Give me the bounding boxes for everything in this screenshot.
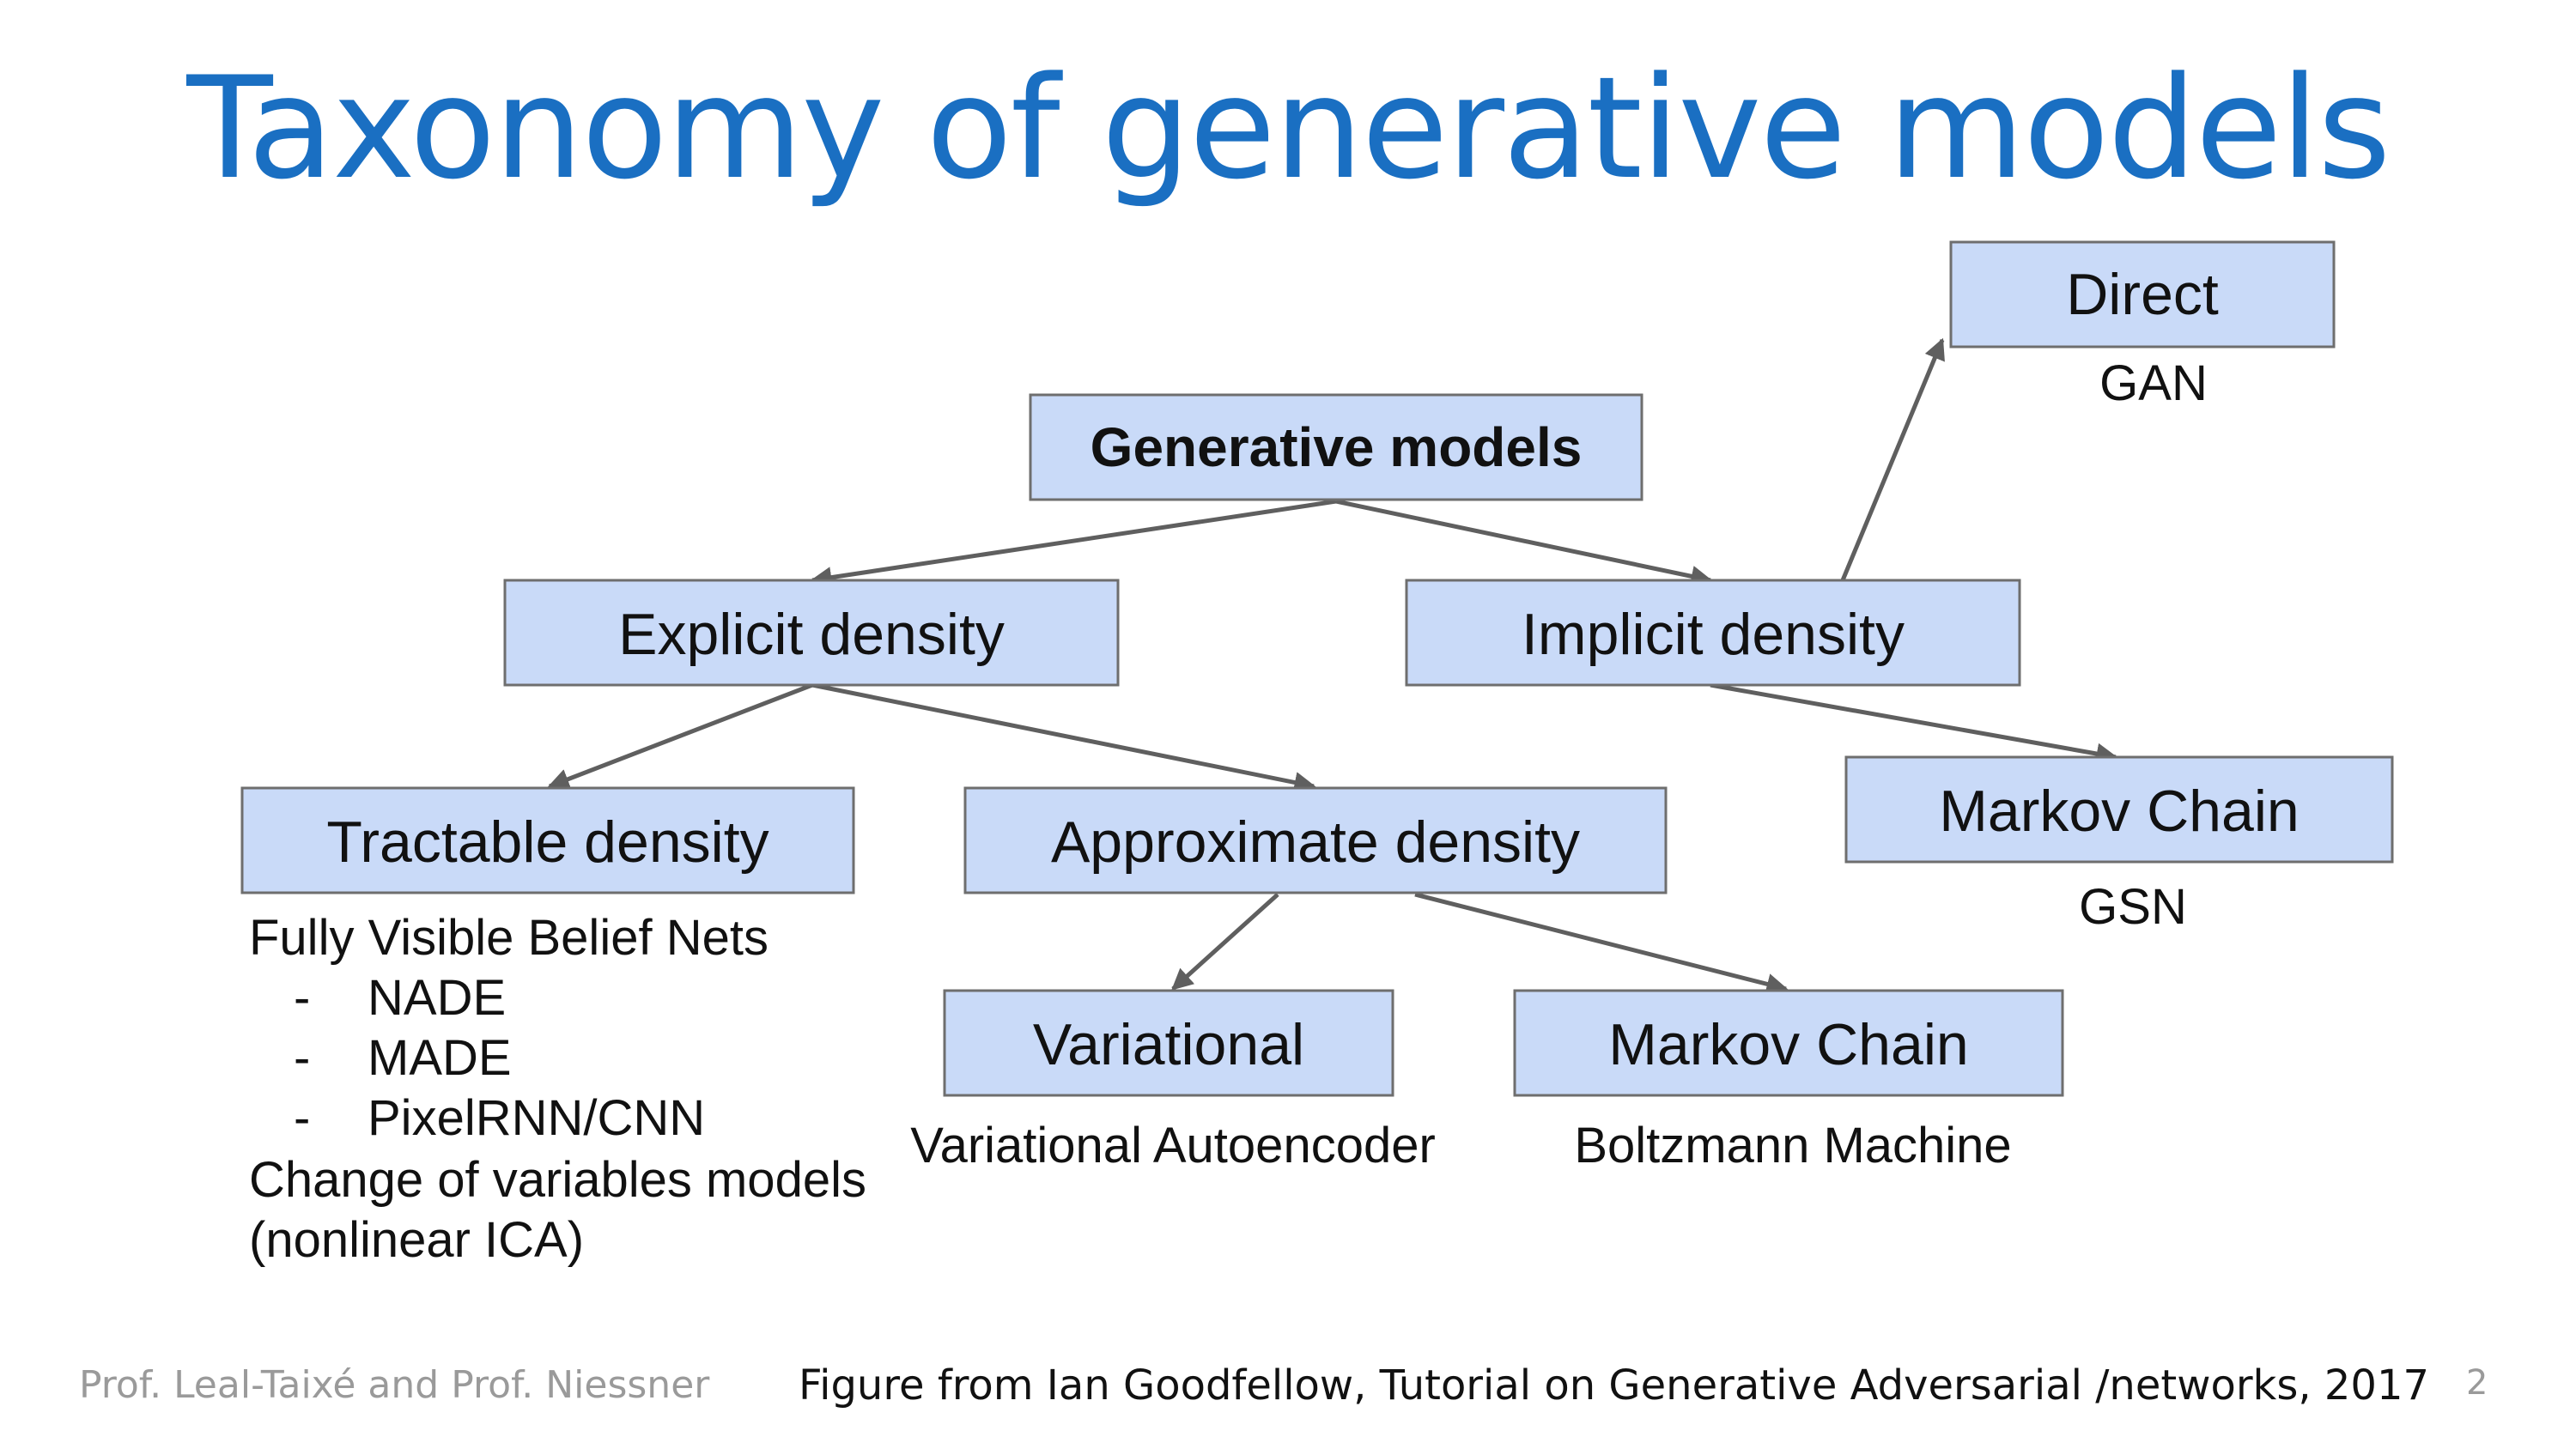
caption-vae: Variational Autoencoder: [910, 1118, 1436, 1173]
node-approximate-density: Approximate density: [963, 786, 1668, 894]
edge-approximate-variational: [1171, 893, 1279, 991]
list-bullet: -: [294, 970, 310, 1026]
caption-gsn: GSN: [2079, 879, 2187, 935]
node-generative-models: Generative models: [1029, 393, 1643, 501]
tractable-list: Fully Visible Belief Nets - NADE - MADE …: [249, 910, 866, 1268]
svg-text:Approximate density: Approximate density: [1051, 809, 1580, 875]
list-line-change-of-variables: Change of variables models: [249, 1152, 866, 1208]
edge-implicit-direct: [1840, 337, 1945, 581]
edge-implicit-markov: [1710, 682, 2118, 765]
edge-explicit-approximate: [811, 682, 1316, 793]
svg-text:Generative models: Generative models: [1091, 416, 1583, 478]
edge-explicit-tractable: [547, 682, 813, 790]
svg-text:Direct: Direct: [2066, 262, 2219, 327]
node-tractable-density: Tractable density: [240, 786, 855, 894]
edge-generative-explicit: [810, 499, 1337, 589]
svg-text:Implicit density: Implicit density: [1522, 602, 1905, 667]
list-item-pixelrnn: PixelRNN/CNN: [368, 1090, 705, 1146]
list-item-made: MADE: [368, 1030, 512, 1086]
edge-generative-implicit: [1335, 499, 1713, 587]
node-markov-chain-approximate: Markov Chain: [1513, 989, 2064, 1097]
list-bullet: -: [294, 1030, 310, 1086]
footer-authors: Prof. Leal-Taixé and Prof. Niessner: [79, 1363, 710, 1407]
list-line-nonlinear-ica: (nonlinear ICA): [249, 1212, 584, 1268]
svg-text:Markov Chain: Markov Chain: [1608, 1012, 1969, 1077]
svg-text:Markov Chain: Markov Chain: [1939, 779, 2300, 844]
svg-text:Tractable density: Tractable density: [326, 809, 769, 875]
list-item-nade: NADE: [368, 970, 506, 1026]
edge-approximate-markov: [1414, 892, 1789, 995]
caption-boltzmann: Boltzmann Machine: [1574, 1118, 2011, 1173]
list-heading: Fully Visible Belief Nets: [249, 910, 769, 966]
page-number: 2: [2466, 1363, 2488, 1403]
node-implicit-density: Implicit density: [1405, 579, 2021, 687]
svg-text:Explicit density: Explicit density: [618, 602, 1005, 667]
node-variational: Variational: [943, 989, 1394, 1097]
slide-title: Taxonomy of generative models: [186, 46, 2391, 210]
node-direct: Direct: [1949, 240, 2336, 349]
footer-source: Figure from Ian Goodfellow, Tutorial on …: [799, 1361, 2430, 1410]
node-explicit-density: Explicit density: [503, 579, 1120, 687]
svg-text:Variational: Variational: [1033, 1012, 1304, 1077]
list-bullet: -: [294, 1090, 310, 1146]
caption-gan: GAN: [2099, 355, 2208, 411]
node-markov-chain-implicit: Markov Chain: [1844, 755, 2394, 864]
